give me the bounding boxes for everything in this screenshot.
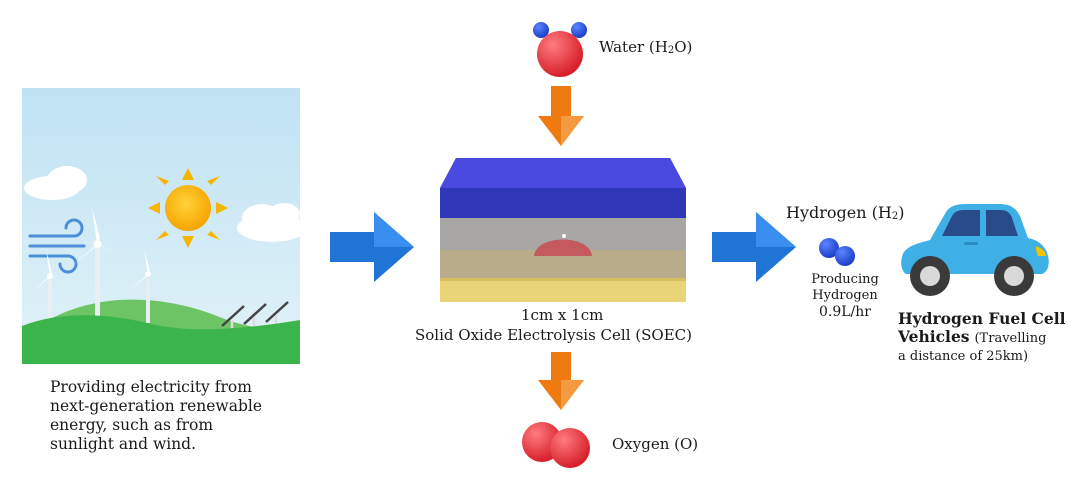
water-label: Water (H2O) [599, 38, 693, 56]
oxygen-label: Oxygen (O) [612, 435, 699, 453]
sun-icon [148, 168, 228, 248]
wind-turbine-icon [72, 208, 126, 326]
renewable-scene [22, 88, 300, 364]
soec-cell [438, 152, 688, 304]
wind-icon [28, 218, 86, 274]
hydrogen-production: Producing Hydrogen 0.9L/hr [811, 272, 879, 320]
oxygen-molecule-icon [520, 418, 592, 470]
car-icon [896, 198, 1052, 302]
arrow-down-icon [538, 86, 584, 146]
hydrogen-molecule-icon [816, 236, 860, 268]
solar-panel-icon [221, 301, 289, 328]
hydrogen-label: Hydrogen (H2) [786, 203, 905, 222]
renewable-caption: Providing electricity from next-generati… [50, 378, 262, 453]
water-molecule-icon [530, 18, 592, 78]
vehicle-caption: Hydrogen Fuel Cell Vehicles (Travelling … [898, 309, 1066, 365]
soec-size: 1cm x 1cm [521, 306, 604, 324]
soec-name: Solid Oxide Electrolysis Cell (SOEC) [415, 326, 692, 344]
arrow-right-icon [330, 212, 414, 282]
arrow-down-icon [538, 352, 584, 410]
arrow-right-icon [712, 212, 796, 282]
